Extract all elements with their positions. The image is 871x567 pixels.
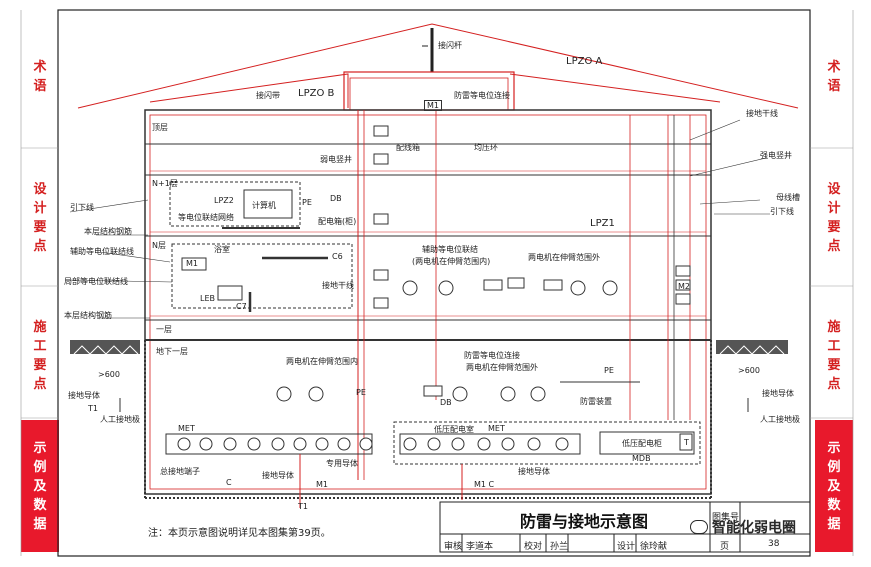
- t-label: T: [684, 438, 689, 447]
- side-tab-design-right[interactable]: 设计要点: [815, 168, 853, 268]
- tab-label: 设计要点: [33, 182, 47, 254]
- dim-600-right: >600: [738, 366, 760, 375]
- side-tab-terms[interactable]: 术语: [21, 48, 59, 106]
- equalizing-ring-label: 均压环: [474, 143, 498, 152]
- met-left-label: MET: [178, 424, 195, 433]
- ground-conductor-b2: 接地导体: [518, 467, 550, 476]
- top-floor-label: 顶层: [152, 123, 168, 132]
- lightning-rod-label: 接闪杆: [438, 41, 462, 50]
- check-label: 校对: [524, 542, 543, 552]
- tab-label: 施工要点: [827, 320, 841, 392]
- design-label: 设计: [617, 542, 636, 552]
- db-label-n1: DB: [330, 194, 342, 203]
- first-floor-label: 一层: [156, 325, 172, 334]
- floor-rebar-2: 本层结构钢筋: [64, 311, 112, 320]
- aux-eq-join-label: 辅助等电位联结: [422, 245, 478, 254]
- pe-label-n1: PE: [302, 198, 312, 207]
- c7-label: C7: [236, 302, 247, 311]
- side-tab-construction-right[interactable]: 施工要点: [815, 306, 853, 406]
- lpzo-b-label: LPZO B: [298, 88, 335, 99]
- ground-conductor-b: 接地导体: [262, 471, 294, 480]
- dedicated-conductor-label: 专用导体: [326, 459, 358, 468]
- tab-label: 术语: [33, 60, 47, 94]
- check-name: 孙兰: [550, 542, 569, 552]
- basement-label: 地下一层: [156, 347, 188, 356]
- side-tab-design[interactable]: 设计要点: [21, 168, 59, 268]
- local-eq-line-label: 局部等电位联结线: [64, 277, 128, 286]
- footnote: 注：本页示意图说明详见本图集第39页。: [148, 528, 331, 539]
- watermark-text: 智能化弱电圈: [712, 520, 796, 536]
- electrode-right: 人工接地极: [760, 415, 800, 424]
- ground-trunk-mid: 接地干线: [322, 281, 354, 290]
- met-right-label: MET: [488, 424, 505, 433]
- down-conductor-right: 引下线: [770, 207, 794, 216]
- computer-label: 计算机: [252, 201, 276, 210]
- tab-label: 施工要点: [33, 320, 47, 392]
- strong-shaft-label: 强电竖井: [760, 151, 792, 160]
- lpz1-label: LPZ1: [590, 218, 615, 229]
- lpz2-label: LPZ2: [214, 196, 234, 205]
- side-tab-terms-right[interactable]: 术语: [815, 48, 853, 106]
- db-label-b: DB: [440, 398, 452, 407]
- busway-label: 母线槽: [776, 193, 800, 202]
- weak-shaft-label: 弱电竖井: [320, 155, 352, 164]
- watermark: 智能化弱电圈: [690, 517, 796, 537]
- m1-bath: M1: [186, 259, 198, 268]
- tab-label: 设计要点: [827, 182, 841, 254]
- drawing-title: 防雷与接地示意图: [520, 512, 649, 531]
- dist-box-label: 配电箱(柜): [318, 217, 357, 226]
- electrode-left: 人工接地极: [100, 415, 140, 424]
- review-name: 李道本: [466, 542, 494, 552]
- lpzo-a-label: LPZO A: [566, 56, 603, 67]
- leb-label: LEB: [200, 294, 215, 303]
- pe-label-b2: PE: [356, 388, 366, 397]
- side-tab-examples-right[interactable]: 示例及数据: [815, 420, 853, 552]
- ground-conductor-right: 接地导体: [762, 389, 794, 398]
- aux-eq-line-label: 辅助等电位联结线: [70, 247, 134, 256]
- n1-floor-label: N+1层: [152, 179, 178, 188]
- m1-bottom: M1: [316, 480, 328, 489]
- dim-600-left: >600: [98, 370, 120, 379]
- out-reach-label: 两电机在伸臂范围外: [528, 253, 600, 262]
- tab-label: 示例及数据: [33, 440, 47, 532]
- mdb-label: MDB: [632, 454, 651, 463]
- page-label: 页: [720, 542, 730, 552]
- wechat-icon: [690, 520, 708, 534]
- tab-label: 示例及数据: [827, 440, 841, 532]
- spd-bonding-b: 防雷等电位连接: [464, 351, 520, 360]
- design-name: 徐玲献: [640, 542, 668, 552]
- spd-bonding-top: 防雷等电位连接: [454, 91, 510, 100]
- lv-room-label: 低压配电室: [434, 425, 474, 434]
- out-reach-b-label: 两电机在伸臂范围外: [466, 363, 538, 372]
- m1-top: M1: [424, 100, 442, 111]
- ground-trunk-label: 接地干线: [746, 109, 778, 118]
- side-tab-examples[interactable]: 示例及数据: [21, 420, 59, 552]
- spd-label: 防雷装置: [580, 397, 612, 406]
- eq-net-label: 等电位联结网络: [178, 213, 234, 222]
- c-label-left: C: [226, 478, 232, 487]
- main-terminal-label: 总接地端子: [160, 467, 200, 476]
- m1-c-label: M1 C: [474, 480, 495, 489]
- t1-left: T1: [88, 404, 98, 413]
- down-conductor-left: 引下线: [70, 203, 94, 212]
- c6-label: C6: [332, 252, 343, 261]
- atlas-label: 图集号: [712, 513, 740, 523]
- tab-label: 术语: [827, 60, 841, 94]
- in-reach-b-label: 两电机在伸臂范围内: [286, 357, 358, 366]
- cable-tray-label: 配线箱: [396, 143, 420, 152]
- side-tab-construction[interactable]: 施工要点: [21, 306, 59, 406]
- m2-label: M2: [678, 282, 690, 291]
- pe-label-b: PE: [604, 366, 614, 375]
- floor-rebar-1: 本层结构钢筋: [84, 227, 132, 236]
- page-number: 38: [768, 539, 780, 549]
- air-termination-label: 接闪带: [256, 91, 280, 100]
- in-reach-label: (两电机在伸臂范围内): [412, 257, 491, 266]
- ground-conductor-left: 接地导体: [68, 391, 100, 400]
- review-label: 审核: [444, 542, 463, 552]
- lv-cabinet-label: 低压配电柜: [622, 439, 662, 448]
- n-floor-label: N层: [152, 241, 166, 250]
- t1-bottom: T1: [298, 502, 308, 511]
- bathroom-label: 浴室: [214, 245, 230, 254]
